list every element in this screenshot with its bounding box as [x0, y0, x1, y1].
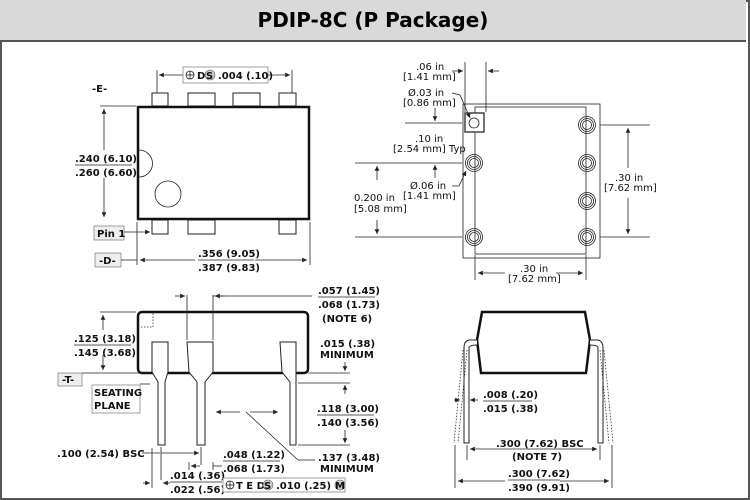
top-view: D S .004 (.10) -E- .240 (6.10) .260 (6.6… [75, 66, 311, 274]
svg-text:.125 (3.18): .125 (3.18) [74, 334, 136, 345]
svg-text:SEATING: SEATING [94, 388, 142, 399]
svg-text:-T-: -T- [62, 375, 74, 386]
svg-text:.387 (9.83): .387 (9.83) [198, 263, 260, 274]
svg-text:0.200 in: 0.200 in [354, 193, 395, 204]
svg-text:.137 (3.48): .137 (3.48) [318, 453, 380, 464]
svg-text:.048 (1.22): .048 (1.22) [223, 450, 285, 461]
svg-text:.008 (.20): .008 (.20) [483, 390, 538, 401]
svg-text:.010 (.25): .010 (.25) [276, 481, 331, 492]
end-view: .008 (.20) .015 (.38) .300 (7.62) BSC (N… [453, 310, 614, 494]
pin1-dot [154, 180, 182, 208]
svg-text:.015 (.38): .015 (.38) [320, 339, 375, 350]
svg-text:.356 (9.05): .356 (9.05) [198, 249, 260, 260]
svg-text:(NOTE 6): (NOTE 6) [322, 314, 372, 325]
svg-text:S: S [206, 71, 213, 82]
svg-text:.30 in: .30 in [615, 173, 643, 184]
svg-text:[1.41 mm]: [1.41 mm] [403, 191, 456, 202]
svg-text:.118 (3.00): .118 (3.00) [317, 404, 379, 415]
svg-text:.068 (1.73): .068 (1.73) [223, 464, 285, 475]
svg-text:.068 (1.73): .068 (1.73) [318, 300, 380, 311]
footprint-view: .06 in [1.41 mm] Ø.03 in [0.86 mm] .10 i… [354, 62, 657, 285]
svg-text:MINIMUM: MINIMUM [320, 350, 374, 361]
svg-text:.10 in: .10 in [415, 134, 443, 145]
svg-text:-D-: -D- [99, 256, 116, 267]
svg-text:Ø.03 in: Ø.03 in [408, 87, 444, 99]
svg-text:.06 in: .06 in [416, 62, 444, 73]
svg-text:T E D: T E D [236, 481, 265, 492]
svg-text:-E-: -E- [92, 84, 107, 95]
side-view: .125 (3.18) .145 (3.68) -T- SEATING PLAN… [57, 286, 380, 496]
package-body-side [136, 310, 310, 375]
svg-text:.140 (3.56): .140 (3.56) [317, 418, 379, 429]
svg-text:.100 (2.54) BSC: .100 (2.54) BSC [57, 449, 145, 460]
svg-text:[5.08 mm]: [5.08 mm] [354, 204, 407, 215]
svg-text:.145 (3.68): .145 (3.68) [74, 348, 136, 359]
svg-text:.300 (7.62): .300 (7.62) [508, 469, 570, 480]
svg-text:.004 (.10): .004 (.10) [218, 71, 273, 82]
svg-text:.014 (.36): .014 (.36) [170, 471, 225, 482]
svg-text:M: M [335, 481, 345, 492]
notch [138, 149, 153, 178]
svg-text:S: S [264, 481, 271, 492]
svg-text:.022 (.56): .022 (.56) [170, 485, 225, 496]
svg-text:MINIMUM: MINIMUM [320, 464, 374, 475]
svg-text:(NOTE 7): (NOTE 7) [512, 452, 562, 463]
package-body-end [475, 310, 592, 375]
svg-text:Ø.06 in: Ø.06 in [410, 180, 446, 192]
pad-1-square [464, 112, 485, 133]
svg-text:[1.41 mm]: [1.41 mm] [403, 72, 456, 83]
page-title: PDIP-8C (P Package) [257, 8, 489, 32]
svg-text:.300 (7.62) BSC: .300 (7.62) BSC [496, 439, 584, 450]
svg-text:[0.86 mm]: [0.86 mm] [403, 98, 456, 109]
svg-text:[2.54 mm] Typ: [2.54 mm] Typ [393, 144, 466, 155]
svg-text:[7.62 mm]: [7.62 mm] [604, 183, 657, 194]
svg-text:.015 (.38): .015 (.38) [483, 404, 538, 415]
svg-text:[7.62 mm]: [7.62 mm] [508, 274, 561, 285]
title-bar: PDIP-8C (P Package) [0, 0, 746, 42]
svg-text:D: D [197, 71, 205, 82]
svg-text:PLANE: PLANE [94, 401, 131, 412]
svg-text:.057 (1.45): .057 (1.45) [318, 286, 380, 297]
svg-text:.30 in: .30 in [520, 264, 548, 275]
svg-text:.390 (9.91): .390 (9.91) [508, 483, 570, 494]
svg-text:.260 (6.60): .260 (6.60) [75, 168, 137, 179]
package-body-top [136, 105, 311, 221]
svg-text:.240 (6.10): .240 (6.10) [75, 154, 137, 165]
pin1-label: Pin 1 [97, 229, 125, 240]
